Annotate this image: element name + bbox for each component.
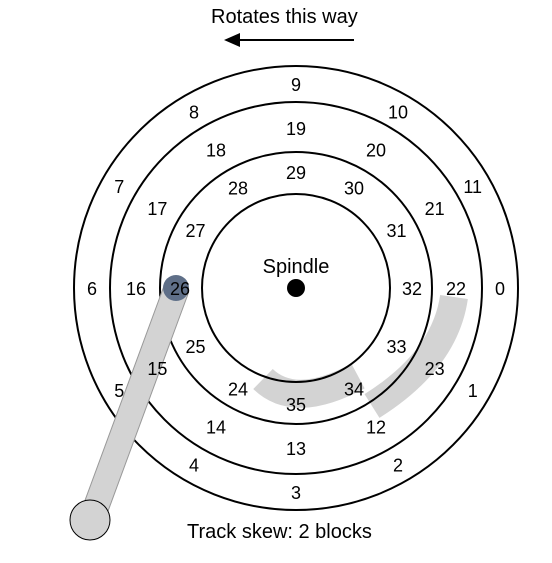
track-inner-inner-outline — [201, 193, 391, 383]
block-label-middle-17: 17 — [147, 199, 167, 219]
block-label-middle-19: 19 — [286, 119, 306, 139]
disk-arm-edge-right — [103, 293, 189, 523]
spindle-dot — [287, 279, 305, 297]
block-label-middle-14: 14 — [206, 418, 226, 438]
block-label-middle-13: 13 — [286, 439, 306, 459]
spindle-label: Spindle — [263, 256, 330, 278]
track-outer-inner-outline — [109, 101, 483, 475]
block-label-inner-34: 34 — [344, 380, 364, 400]
block-label-middle-18: 18 — [206, 140, 226, 160]
block-label-middle-20: 20 — [366, 140, 386, 160]
block-label-inner-30: 30 — [344, 179, 364, 199]
block-label-inner-27: 27 — [185, 221, 205, 241]
block-label-middle-23: 23 — [425, 359, 445, 379]
block-label-outer-9: 9 — [291, 75, 301, 95]
block-label-middle-22: 22 — [446, 279, 466, 299]
track-skew-caption: Track skew: 2 blocks — [187, 521, 372, 543]
block-labels: 0123456789101122231213141516171819202132… — [87, 75, 505, 503]
block-label-inner-28: 28 — [228, 179, 248, 199]
block-label-outer-1: 1 — [468, 381, 478, 401]
block-label-inner-26: 26 — [170, 279, 190, 299]
block-label-outer-2: 2 — [393, 456, 403, 476]
track-outer-outline — [73, 65, 519, 511]
block-label-outer-8: 8 — [189, 102, 199, 122]
inner-skew-highlight — [253, 363, 365, 408]
block-label-inner-33: 33 — [386, 337, 406, 357]
block-label-outer-5: 5 — [114, 381, 124, 401]
block-label-inner-35: 35 — [286, 395, 306, 415]
disk-arm-edge-left — [79, 285, 165, 515]
block-label-inner-32: 32 — [402, 279, 422, 299]
block-label-outer-3: 3 — [291, 483, 301, 503]
rotation-label: Rotates this way — [211, 6, 358, 28]
block-label-middle-21: 21 — [425, 199, 445, 219]
block-label-outer-10: 10 — [388, 102, 408, 122]
middle-skew-highlight — [364, 294, 468, 418]
disk-head — [163, 275, 189, 301]
rotation-arrow — [224, 33, 354, 47]
block-label-inner-31: 31 — [386, 221, 406, 241]
disk-arm — [79, 285, 189, 523]
block-label-middle-16: 16 — [126, 279, 146, 299]
block-label-outer-4: 4 — [189, 456, 199, 476]
block-label-outer-11: 11 — [463, 177, 482, 197]
block-label-inner-25: 25 — [185, 337, 205, 357]
block-label-inner-24: 24 — [228, 380, 248, 400]
arm-pivot — [69, 499, 111, 541]
block-label-outer-0: 0 — [495, 279, 505, 299]
block-label-inner-29: 29 — [286, 163, 306, 183]
block-label-outer-6: 6 — [87, 279, 97, 299]
block-label-middle-12: 12 — [366, 418, 386, 438]
track-middle-inner-outline — [159, 151, 433, 425]
block-label-middle-15: 15 — [147, 359, 167, 379]
block-label-outer-7: 7 — [114, 177, 124, 197]
